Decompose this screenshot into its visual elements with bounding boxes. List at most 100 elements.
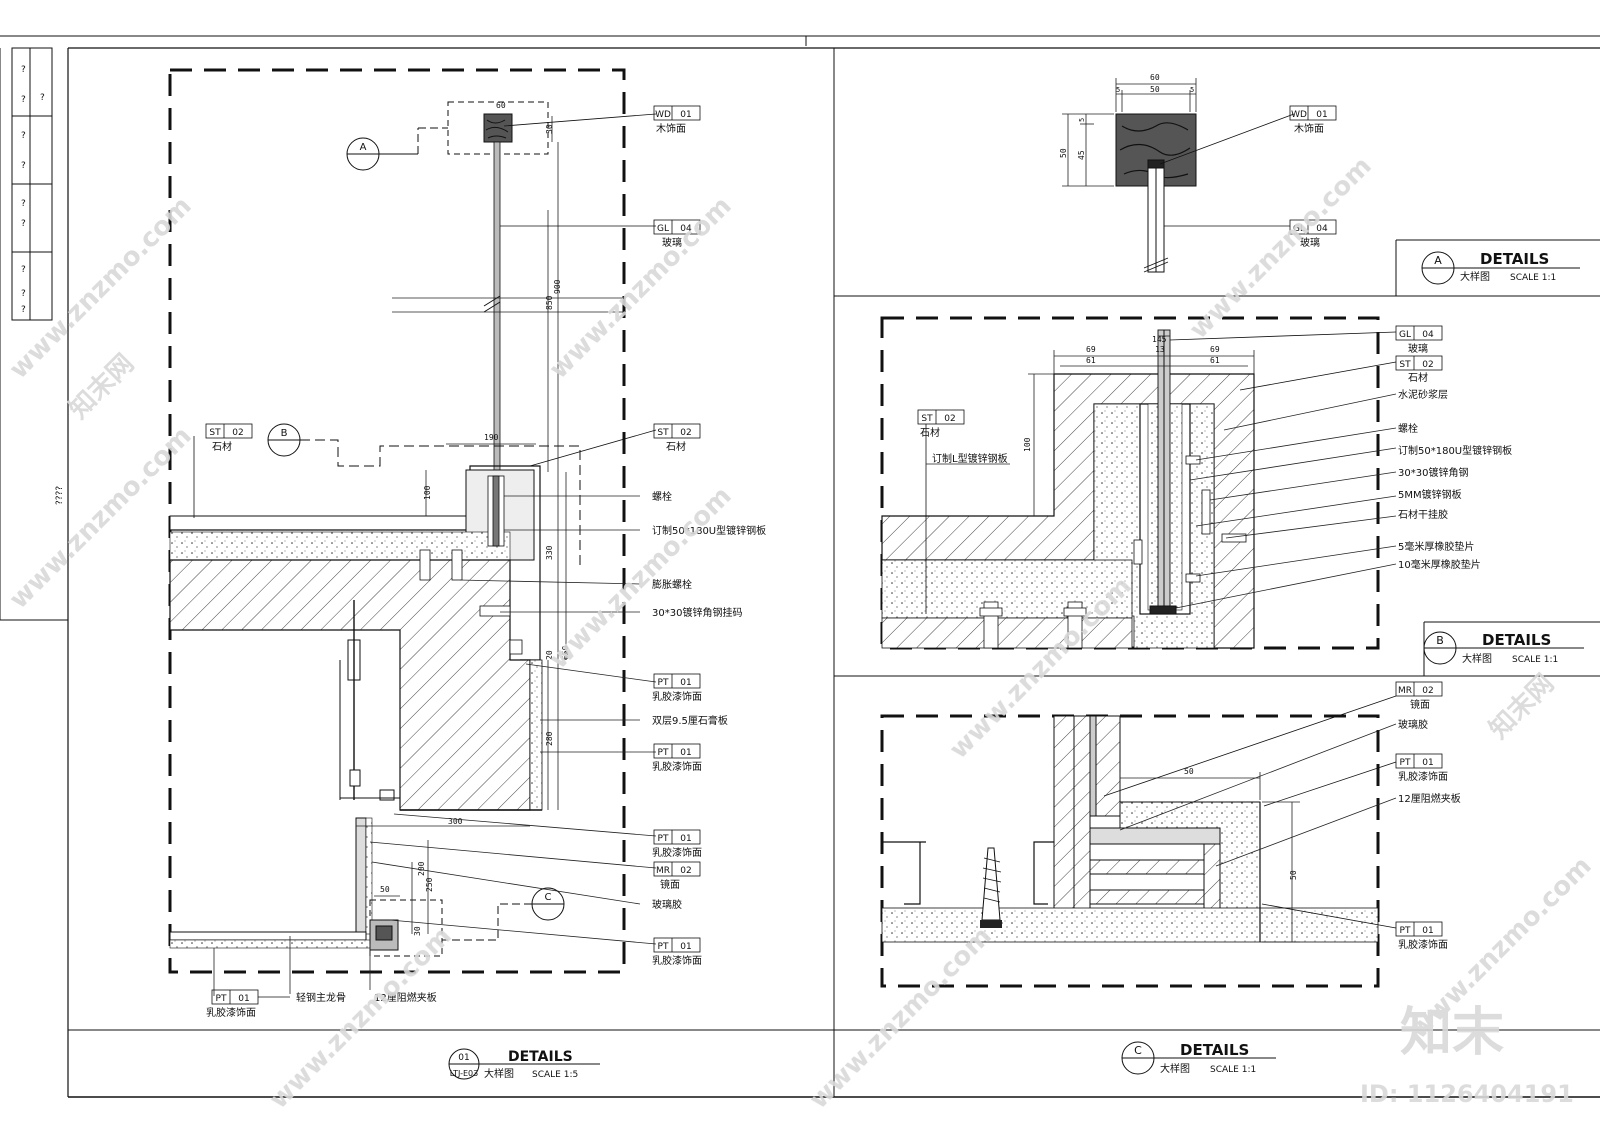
callout: WD 01 木饰面 [1159,105,1337,165]
callout-label: 乳胶漆饰面 [1398,770,1448,783]
strip-mark: ? [21,265,26,275]
callout: MR 02 镜面 [653,861,701,891]
callout-num: 02 [232,428,243,438]
callout-num: 01 [238,994,249,1004]
callout-code: PT [658,678,669,688]
note-label: 轻钢主龙骨 [296,991,346,1004]
callout-num: 04 [1422,330,1434,340]
callout-label: 乳胶漆饰面 [1398,938,1448,951]
watermark-url: www.znzmo.com [544,481,738,675]
callout-code: ST [657,428,669,438]
callout-label: 镜面 [1410,698,1430,711]
dim-label: 50 [1059,148,1068,158]
callout: PT 01 乳胶漆饰面 [1263,753,1448,807]
callout-label: 乳胶漆饰面 [206,1006,256,1019]
detail-subtitle: 大样图 [484,1067,514,1080]
note-label: 30*30镀锌角钢挂码 [652,606,742,619]
callout: GL 04 玻璃 [1164,219,1337,249]
callout-num: 01 [680,748,691,758]
callout-num: 02 [680,428,691,438]
detail-title: B DETAILS 大样图 SCALE 1:1 [1423,621,1600,676]
dim-label: 60 [496,101,506,110]
sheet-frame [0,35,1600,1098]
callout: ST 02 石材 [1239,355,1443,391]
marker-c: C [545,892,552,903]
detail-heading: DETAILS [1482,631,1551,649]
callout-num: 01 [680,678,691,688]
callout-label: 木饰面 [1294,122,1324,135]
dimension-chain [356,116,567,934]
detail-c-frame [880,714,1380,988]
callout-num: 02 [1422,360,1433,370]
callout-label: 乳胶漆饰面 [652,954,702,967]
note-label: 5MM镀锌钢板 [1398,488,1462,501]
dim-label: 30 [545,124,554,134]
dim-label: 850 [545,295,554,310]
dim-label: 60 [1150,73,1160,82]
strip-mark: ? [21,161,26,171]
callout-num: 01 [1422,758,1433,768]
callout: ST 02 石材 [529,423,701,467]
callout-num: 02 [1422,686,1433,696]
callout-label: 镜面 [660,878,680,891]
note-label: 10毫米厚橡胶垫片 [1398,558,1481,571]
note-label: 水泥砂浆层 [1398,388,1448,401]
watermark-id: ID: 1126404191 [1360,1080,1574,1108]
dim-label: 50 [380,885,390,894]
callout-num: 01 [680,942,691,952]
callout-code: ST [1399,360,1411,370]
callout-code: ST [209,428,221,438]
note-label: 订制50*180U型镀锌钢板 [652,524,766,537]
callout-num: 02 [944,414,955,424]
callout-label: 石材 [212,440,232,453]
marker-b: B [281,428,288,439]
dim-label: 50 [1289,870,1298,880]
dim-label: 330 [545,545,554,560]
detail-title: 01 LTJ-E03 DETAILS 大样图 SCALE 1:5 [448,1048,600,1080]
detail-subtitle: 大样图 [1462,652,1492,665]
strip-mark: ? [21,305,26,315]
note-label: 订制L型镀锌钢板 [932,452,1008,465]
callout-code: PT [1400,926,1411,936]
dim-label: 50 [1184,767,1194,776]
dim-label: 280 [545,731,554,746]
dim-label: 650 [561,645,570,660]
detail-ref: LTJ-E03 [450,1069,478,1078]
callout-code: GL [657,224,669,234]
dim-label: 5 [1190,86,1194,94]
callout-code: MR [656,866,670,876]
callout-label: 玻璃 [1408,342,1428,355]
callout-label: 乳胶漆饰面 [652,760,702,773]
dim-label: 20 [545,650,554,660]
callout: PT 01 乳胶漆饰面 [1261,903,1448,951]
callout: WD 01 木饰面 [503,105,701,135]
callout-code: MR [1398,686,1412,696]
callout-num: 04 [1316,224,1328,234]
detail-subtitle: 大样图 [1160,1062,1190,1075]
detail-subtitle: 大样图 [1460,270,1490,283]
dim-label: 61 [1210,356,1220,365]
callout-label: 木饰面 [656,122,686,135]
note-label: 螺栓 [1398,422,1418,435]
dim-label: 69 [1210,345,1220,354]
callout: GL 04 玻璃 [500,219,701,249]
callout-code: PT [658,834,669,844]
strip-mark: ? [21,65,26,75]
dim-label: 100 [423,485,432,500]
dim-label: 300 [448,817,463,826]
callout-code: PT [658,748,669,758]
strip-mark: ? [40,93,45,103]
note-label: 30*30镀锌角钢 [1398,466,1468,479]
glass-pane [493,141,501,473]
callout-num: 01 [1316,110,1327,120]
detail-marker: B [1436,634,1444,647]
callout-left: ST 02 石材 [193,423,253,518]
note-label: 12厘阻燃夹板 [1398,792,1461,805]
detail-title: A DETAILS 大样图 SCALE 1:1 [1395,239,1600,296]
dim-label: 45 [1077,150,1086,160]
callout: PT 01 乳胶漆饰面 [652,937,702,967]
dim-label: 5 [1116,86,1120,94]
callout-label: 乳胶漆饰面 [652,690,702,703]
title-block-strip: ? ? ? ? ? ? ? ? ? ? ???? [0,47,68,621]
strip-mark: ? [21,289,26,299]
